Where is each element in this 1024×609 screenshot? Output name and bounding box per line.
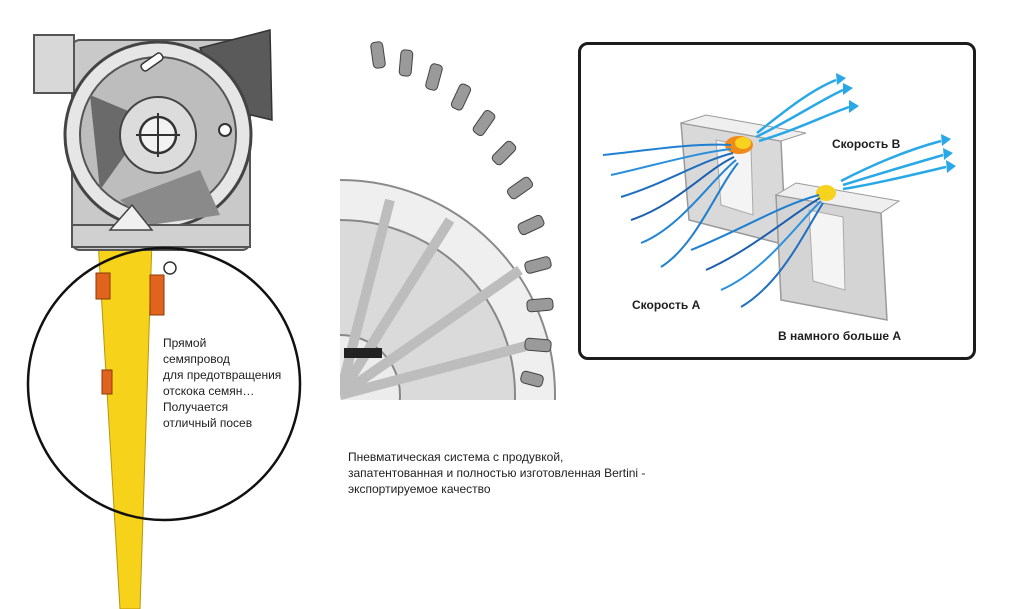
- airflow-diagram: [602, 73, 956, 321]
- seed-tube-caption-line: отскока семян…: [163, 384, 255, 398]
- speed-b-label: Скорость B: [832, 137, 901, 151]
- seed-tube-caption-line: Прямой: [163, 336, 207, 350]
- airflow-comparison-panel: Скорость B Скорость A B намного больше A: [578, 42, 976, 360]
- outflow-arrows-a: [755, 78, 850, 143]
- housing-base: [71, 224, 251, 248]
- seed-a-core: [735, 137, 751, 149]
- speed-a-label: Скорость A: [632, 298, 701, 312]
- seed-meter-illustration: [26, 29, 302, 609]
- disc-spoke: [340, 198, 395, 397]
- disc-latch: [344, 348, 382, 358]
- tube-bracket-lower: [101, 369, 113, 395]
- seed-tube-caption-line: Получается: [163, 400, 229, 414]
- pneumatic-system-caption: Пневматическая система с продувкой, запа…: [348, 449, 645, 497]
- nozzle-block-a-top: [680, 114, 807, 142]
- pneumatic-caption-line: запатентованная и полностью изготовленна…: [348, 466, 646, 480]
- disc-spoke: [340, 265, 523, 400]
- seed-tube-caption-line: отличный посев: [163, 416, 253, 430]
- nozzle-b-slot: [808, 209, 846, 291]
- airflow-lines-a: [602, 143, 739, 268]
- disc-teeth: [370, 41, 554, 388]
- outflow-arrowheads-a: [836, 73, 859, 113]
- disc-bolt: [218, 123, 232, 137]
- tube-bracket-left: [95, 272, 111, 300]
- airflow-lines-b: [690, 194, 824, 308]
- seed-tube-caption-line: для предотвращения: [163, 368, 282, 382]
- tube-bracket-right: [149, 274, 165, 316]
- disc-spoke: [340, 217, 455, 398]
- seed-b: [816, 185, 836, 201]
- disc-slot: [140, 52, 164, 72]
- outflow-arrowheads-b: [941, 134, 956, 173]
- seed-tube-caption-line: семяпровод: [163, 352, 230, 366]
- seed-outlet-funnel: [108, 203, 154, 231]
- comparison-label: B намного больше A: [778, 329, 901, 343]
- disc-spoke: [340, 340, 532, 400]
- tube-clip: [163, 261, 177, 275]
- seed-tube-caption: Прямой семяпровод для предотвращения отс…: [163, 335, 281, 431]
- pneumatic-caption-line: экспортируемое качество: [348, 482, 491, 496]
- outflow-arrows-b: [840, 139, 947, 191]
- disc-lower-segment: [120, 170, 220, 225]
- housing-bracket: [33, 34, 75, 94]
- nozzle-block-b-top: [774, 182, 901, 214]
- pneumatic-caption-line: Пневматическая система с продувкой,: [348, 450, 564, 464]
- magnifier-circle: [26, 246, 302, 522]
